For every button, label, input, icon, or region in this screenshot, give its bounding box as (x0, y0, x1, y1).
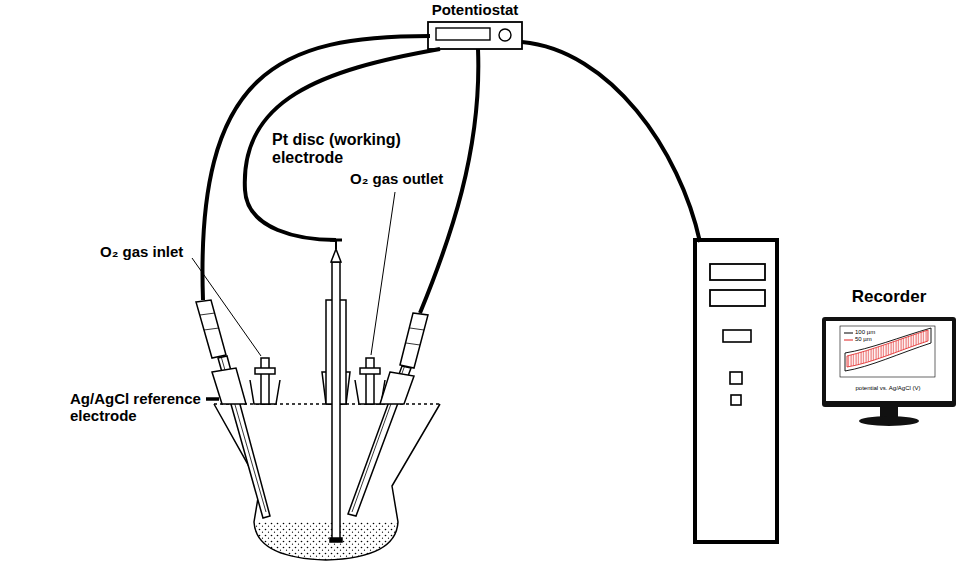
electrode-label: Pt disc (working) electrode (272, 131, 414, 168)
wire (245, 49, 440, 240)
power-button (730, 372, 742, 384)
potentiostat-knob (499, 29, 511, 41)
electrolyte (254, 522, 398, 560)
computer-tower (695, 240, 777, 542)
legend-text: 50 µm (855, 336, 872, 343)
pt-disc (330, 538, 342, 542)
reference-wire (214, 332, 266, 512)
working-electrode-rod (332, 262, 340, 540)
stopcock (255, 368, 275, 374)
wire (202, 36, 430, 300)
electrode-label: Ag/AgCl reference electrode (70, 390, 212, 425)
wire (522, 42, 700, 242)
legend-line (844, 339, 853, 340)
leader-line (371, 192, 395, 355)
cell-body (214, 404, 440, 560)
reset-button (731, 395, 741, 405)
stopcock (360, 368, 380, 374)
cap-mark (200, 313, 215, 315)
chart-legend: 100 µm50 µm (844, 329, 875, 343)
gas-label: O₂ gas outlet (350, 170, 454, 187)
legend-line (844, 332, 853, 333)
legend-sample (844, 330, 853, 336)
chart-axes (840, 326, 935, 377)
gas-label: O₂ gas inlet (100, 243, 200, 260)
drive-bay (710, 264, 765, 280)
legend-row: 50 µm (844, 336, 875, 343)
ground-joint (380, 372, 414, 404)
electrode-cap (400, 313, 428, 368)
legend-row: 100 µm (844, 329, 875, 336)
legend-text: 100 µm (855, 329, 875, 336)
leader-bar (206, 397, 219, 401)
potentiostat-box (428, 22, 522, 49)
heading-text: Recorder (822, 287, 956, 307)
cap-mark (204, 328, 219, 330)
contact-bar (335, 240, 337, 249)
potentiostat-display (436, 28, 490, 40)
recorder-label: Recorder (822, 287, 956, 309)
leader-line (192, 258, 261, 356)
monitor-base (859, 416, 919, 426)
drive-slot (723, 330, 751, 342)
cap-mark (410, 328, 424, 330)
axis-title: potential vs. Ag/AgCl (V) (836, 385, 940, 392)
electrode-tip (331, 249, 341, 262)
chart-curve (845, 328, 931, 371)
gas-outlet-tube (366, 358, 374, 404)
instrument-label: Potentiostat (420, 1, 530, 21)
cap-mark (406, 343, 420, 345)
monitor-bezel (822, 317, 956, 407)
gas-inlet-tube (261, 358, 269, 404)
legend-sample (844, 337, 853, 343)
drive-bay (710, 290, 765, 306)
monitor-screen (826, 321, 952, 401)
heading-text: Potentiostat (420, 1, 530, 18)
electrode-cap (196, 300, 226, 358)
